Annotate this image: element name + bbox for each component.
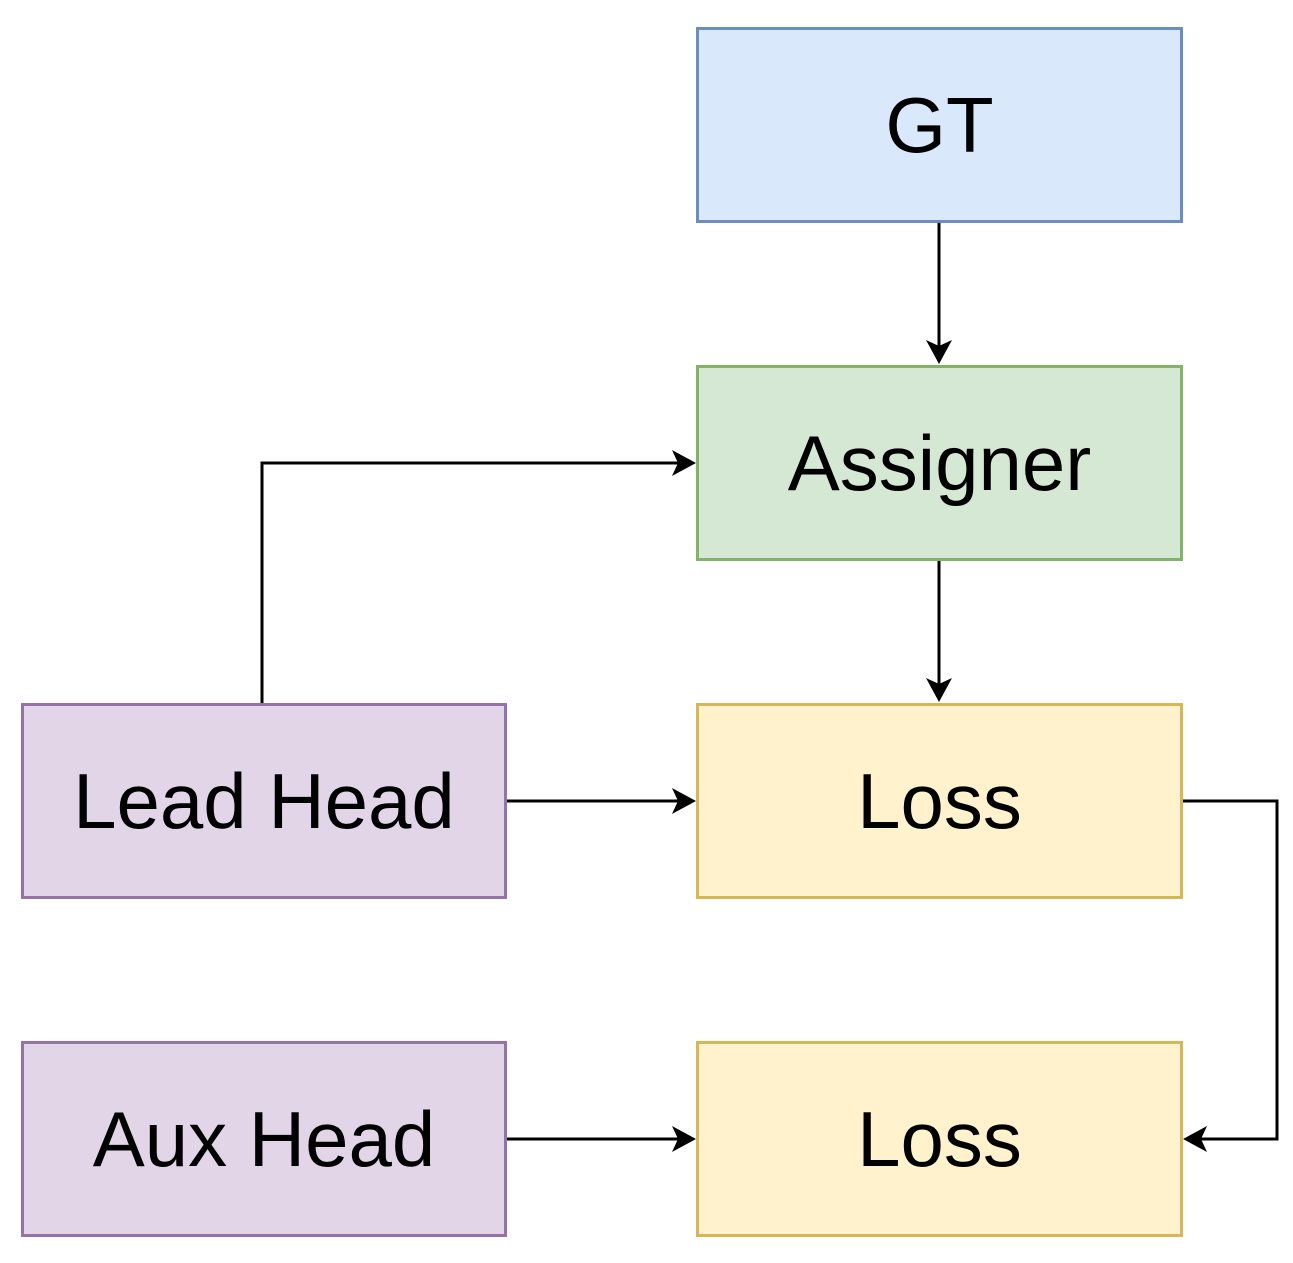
arrowhead-aux-head-to-loss-aux bbox=[672, 1126, 696, 1152]
node-gt-label: GT bbox=[885, 81, 994, 169]
node-assigner: Assigner bbox=[696, 365, 1183, 561]
node-aux-head-label: Aux Head bbox=[92, 1095, 436, 1183]
node-aux-head: Aux Head bbox=[21, 1041, 507, 1237]
arrowhead-assigner-to-loss-lead bbox=[926, 678, 952, 702]
edge-loss-lead-to-loss-aux bbox=[1183, 799, 1279, 1141]
node-loss-aux-label: Loss bbox=[857, 1095, 1022, 1183]
edge-lead-head-to-assigner bbox=[260, 461, 690, 703]
node-loss-lead-label: Loss bbox=[857, 757, 1022, 845]
node-lead-head-label: Lead Head bbox=[73, 757, 455, 845]
arrowhead-gt-to-assigner bbox=[926, 340, 952, 364]
arrowhead-lead-head-to-loss-lead bbox=[672, 788, 696, 814]
node-assigner-label: Assigner bbox=[787, 419, 1092, 507]
node-lead-head: Lead Head bbox=[21, 703, 507, 899]
node-loss-aux: Loss bbox=[696, 1041, 1183, 1237]
node-gt: GT bbox=[696, 27, 1183, 223]
node-loss-lead: Loss bbox=[696, 703, 1183, 899]
arrowhead-loss-lead-to-loss-aux bbox=[1183, 1126, 1207, 1152]
arrowhead-lead-head-to-assigner bbox=[672, 450, 696, 476]
